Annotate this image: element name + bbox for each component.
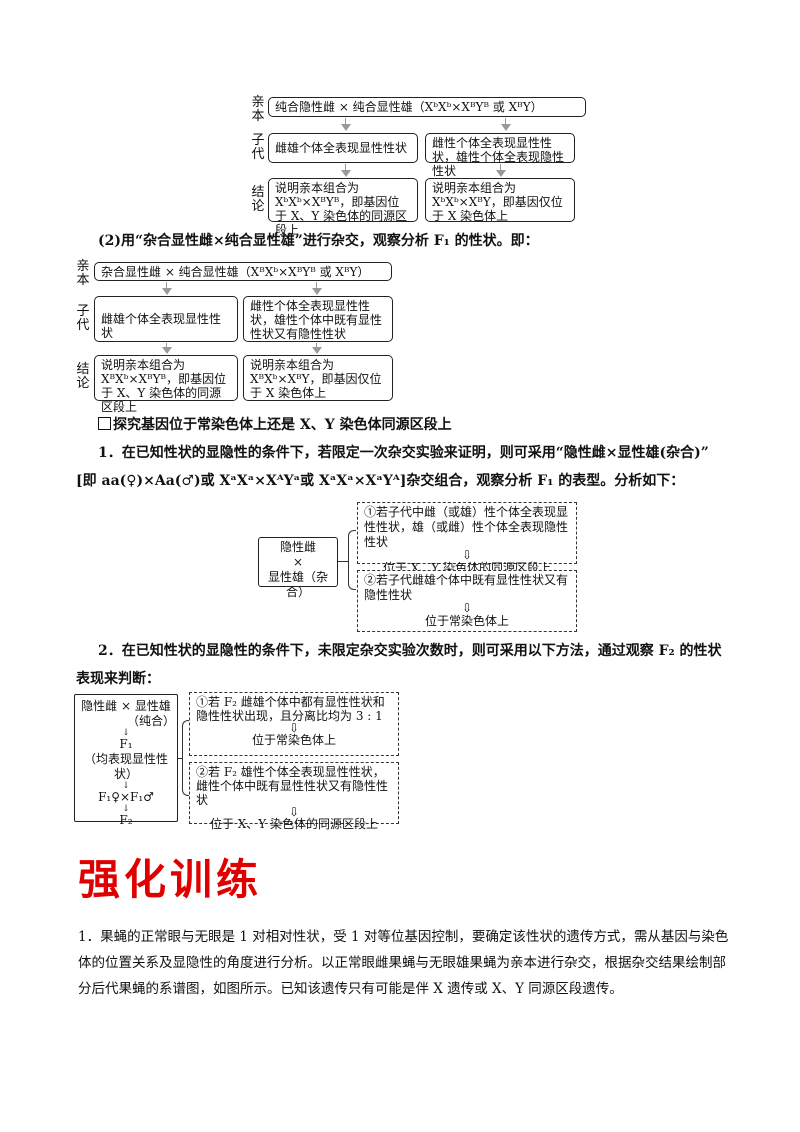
d4-left-f1-note: （均表现显性性状）: [83, 752, 168, 781]
d3-top-case: ①若子代中雌（或雄）性个体全表现显性性状，雄（或雌）性个体全表现隐性性状 ⇩ 位…: [357, 502, 577, 575]
d1-arrow-head: [341, 170, 351, 177]
practice-title: 强化训练: [78, 855, 263, 904]
d2-parent-box: 杂合显性雌 × 纯合显性雄（XᴮXᵇ×XᴮYᴮ 或 XᴮY）: [94, 262, 392, 281]
d2-arrow-head: [162, 347, 172, 354]
d1-arrow-line: [345, 164, 346, 172]
d1-arrow-line: [505, 118, 506, 126]
d2-conclusion-left: 说明亲本组合为 XᴮXᵇ×XᴮYᴮ，即基因位于 X、Y 染色体的同源区段上: [94, 355, 238, 414]
d3-bracket: [348, 530, 356, 590]
d4-top-case: ①若 F₂ 雌雄个体中都有显性性状和隐性性状出现，且分离比均为 3 : 1 ⇩ …: [189, 692, 399, 756]
d4-left-line2: （纯合）: [126, 714, 175, 728]
d4-bracket: [182, 720, 189, 796]
d1-arrow-line: [345, 118, 346, 126]
point1-line2: [即 aa(♀)×Aa(♂)或 XᵃXᵃ×XᴬYᵃ或 XᵃXᵃ×XᵃYᴬ]杂交组…: [76, 473, 685, 489]
d3-left-box: 隐性雌 × 显性雄（杂合）: [258, 537, 338, 599]
section-heading: 探究基因位于常染色体上还是 X、Y 染色体同源区段上: [98, 414, 758, 436]
d1-label-parent: 亲本: [251, 95, 265, 124]
point2-line1: 2．在已知性状的显隐性的条件下，未限定杂交实验次数时，则可采用以下方法，通过观察…: [98, 643, 722, 659]
d2-arrow-line: [166, 343, 167, 349]
d1-arrow-head: [341, 124, 351, 131]
d4-connector: [178, 758, 182, 759]
d2-arrow-line: [166, 282, 167, 290]
d2-conclusion-right: 说明亲本组合为 XᴮXᵇ×XᴮY，即基因仅位于 X 染色体上: [243, 355, 393, 401]
d1-arrow-line: [500, 164, 501, 172]
d2-label-conclusion: 结论: [76, 362, 90, 391]
d4-bottom-case-text: ②若 F₂ 雄性个体全表现显性性状，雌性个体中既有显性性状又有隐性性状: [196, 765, 389, 807]
d3-left-line2: ×: [292, 555, 304, 569]
d4-bottom-arrow-icon: ⇩: [288, 805, 300, 819]
d1-conclusion-left: 说明亲本组合为 XᵇXᵇ×XᴮYᴮ，即基因位于 X、Y 染色体的同源区段上: [268, 178, 418, 237]
d2-child-left: 雌雄个体全表现显性性状: [94, 296, 238, 342]
d1-parent-box: 纯合隐性雌 × 纯合显性雄（XᵇXᵇ×XᴮYᴮ 或 XᴮY）: [268, 97, 586, 117]
question-1: 1．果蝇的正常眼与无眼是 1 对相对性状，受 1 对等位基因控制，要确定该性状的…: [78, 929, 729, 997]
d1-arrow-head: [496, 170, 506, 177]
d1-child-left: 雌雄个体全表现显性性状: [268, 133, 418, 163]
d4-top-arrow-icon: ⇩: [288, 721, 300, 735]
d4-top-result: 位于常染色体上: [251, 733, 336, 747]
d4-down-arrow-icon: ↓: [122, 804, 130, 814]
d1-child-right: 雌性个体全表现显性性状，雄性个体全表现隐性性状: [425, 133, 575, 178]
d2-arrow-head: [162, 288, 172, 295]
d4-left-f1: F₁: [119, 737, 133, 751]
d4-left-cross: F₁♀×F₁♂: [98, 790, 154, 804]
d3-left-line1: 隐性雌: [279, 540, 316, 554]
d2-child-right: 雌性个体全表现显性性状，雄性个体中既有显性性状又有隐性性状: [243, 296, 393, 342]
d4-bottom-result: 位于 X、Y 染色体的同源区段上: [209, 817, 379, 831]
d3-bottom-result: 位于常染色体上: [424, 614, 509, 628]
d4-down-arrow-icon: ↓: [122, 728, 130, 738]
checkbox-square-icon: [98, 417, 111, 430]
d2-arrow-head: [312, 347, 322, 354]
point1-line1: 1．在已知性状的显隐性的条件下，若限定一次杂交实验来证明，则可采用“隐性雌×显性…: [98, 445, 709, 461]
d2-label-child: 子代: [76, 304, 90, 333]
para2-heading: (2)用“杂合显性雌×纯合显性雄”进行杂交，观察分析 F₁ 的性状。即：: [98, 233, 539, 249]
d3-bottom-arrow-icon: ⇩: [461, 601, 473, 615]
d3-top-case-text: ①若子代中雌（或雄）性个体全表现显性性状，雄（或雌）性个体全表现隐性性状: [364, 505, 569, 549]
d2-arrow-line: [316, 282, 317, 290]
d2-arrow-line: [316, 343, 317, 349]
point2-line2: 表现来判断：: [76, 671, 160, 687]
d3-top-arrow-icon: ⇩: [461, 548, 473, 562]
d3-bottom-case-text: ②若子代雌雄个体中既有显性性状又有隐性性状: [364, 573, 569, 602]
d4-top-case-text: ①若 F₂ 雌雄个体中都有显性性状和隐性性状出现，且分离比均为 3 : 1: [196, 695, 385, 723]
d4-bottom-case: ②若 F₂ 雄性个体全表现显性性状，雌性个体中既有显性性状又有隐性性状 ⇩ 位于…: [189, 762, 399, 831]
d1-label-conclusion: 结论: [251, 185, 265, 214]
d1-label-child: 子代: [251, 133, 265, 162]
d3-left-line3: 显性雄（杂合）: [267, 570, 328, 599]
d3-bottom-case: ②若子代雌雄个体中既有显性性状又有隐性性状 ⇩ 位于常染色体上: [357, 570, 577, 632]
d4-down-arrow-icon: ↓: [122, 781, 130, 791]
d1-arrow-head: [501, 124, 511, 131]
d4-left-line1: 隐性雌 × 显性雄: [81, 699, 171, 713]
d4-left-box: 隐性雌 × 显性雄 （纯合） ↓ F₁ （均表现显性性状） ↓ F₁♀×F₁♂ …: [74, 694, 178, 827]
d2-label-parent: 亲本: [76, 259, 90, 288]
d3-connector: [338, 561, 348, 562]
d1-conclusion-right: 说明亲本组合为 XᵇXᵇ×XᴮY，即基因仅位于 X 染色体上: [425, 178, 575, 223]
d4-left-f2: F₂: [119, 813, 133, 827]
section-heading-text: 探究基因位于常染色体上还是 X、Y 染色体同源区段上: [113, 417, 452, 433]
d2-arrow-head: [312, 288, 322, 295]
